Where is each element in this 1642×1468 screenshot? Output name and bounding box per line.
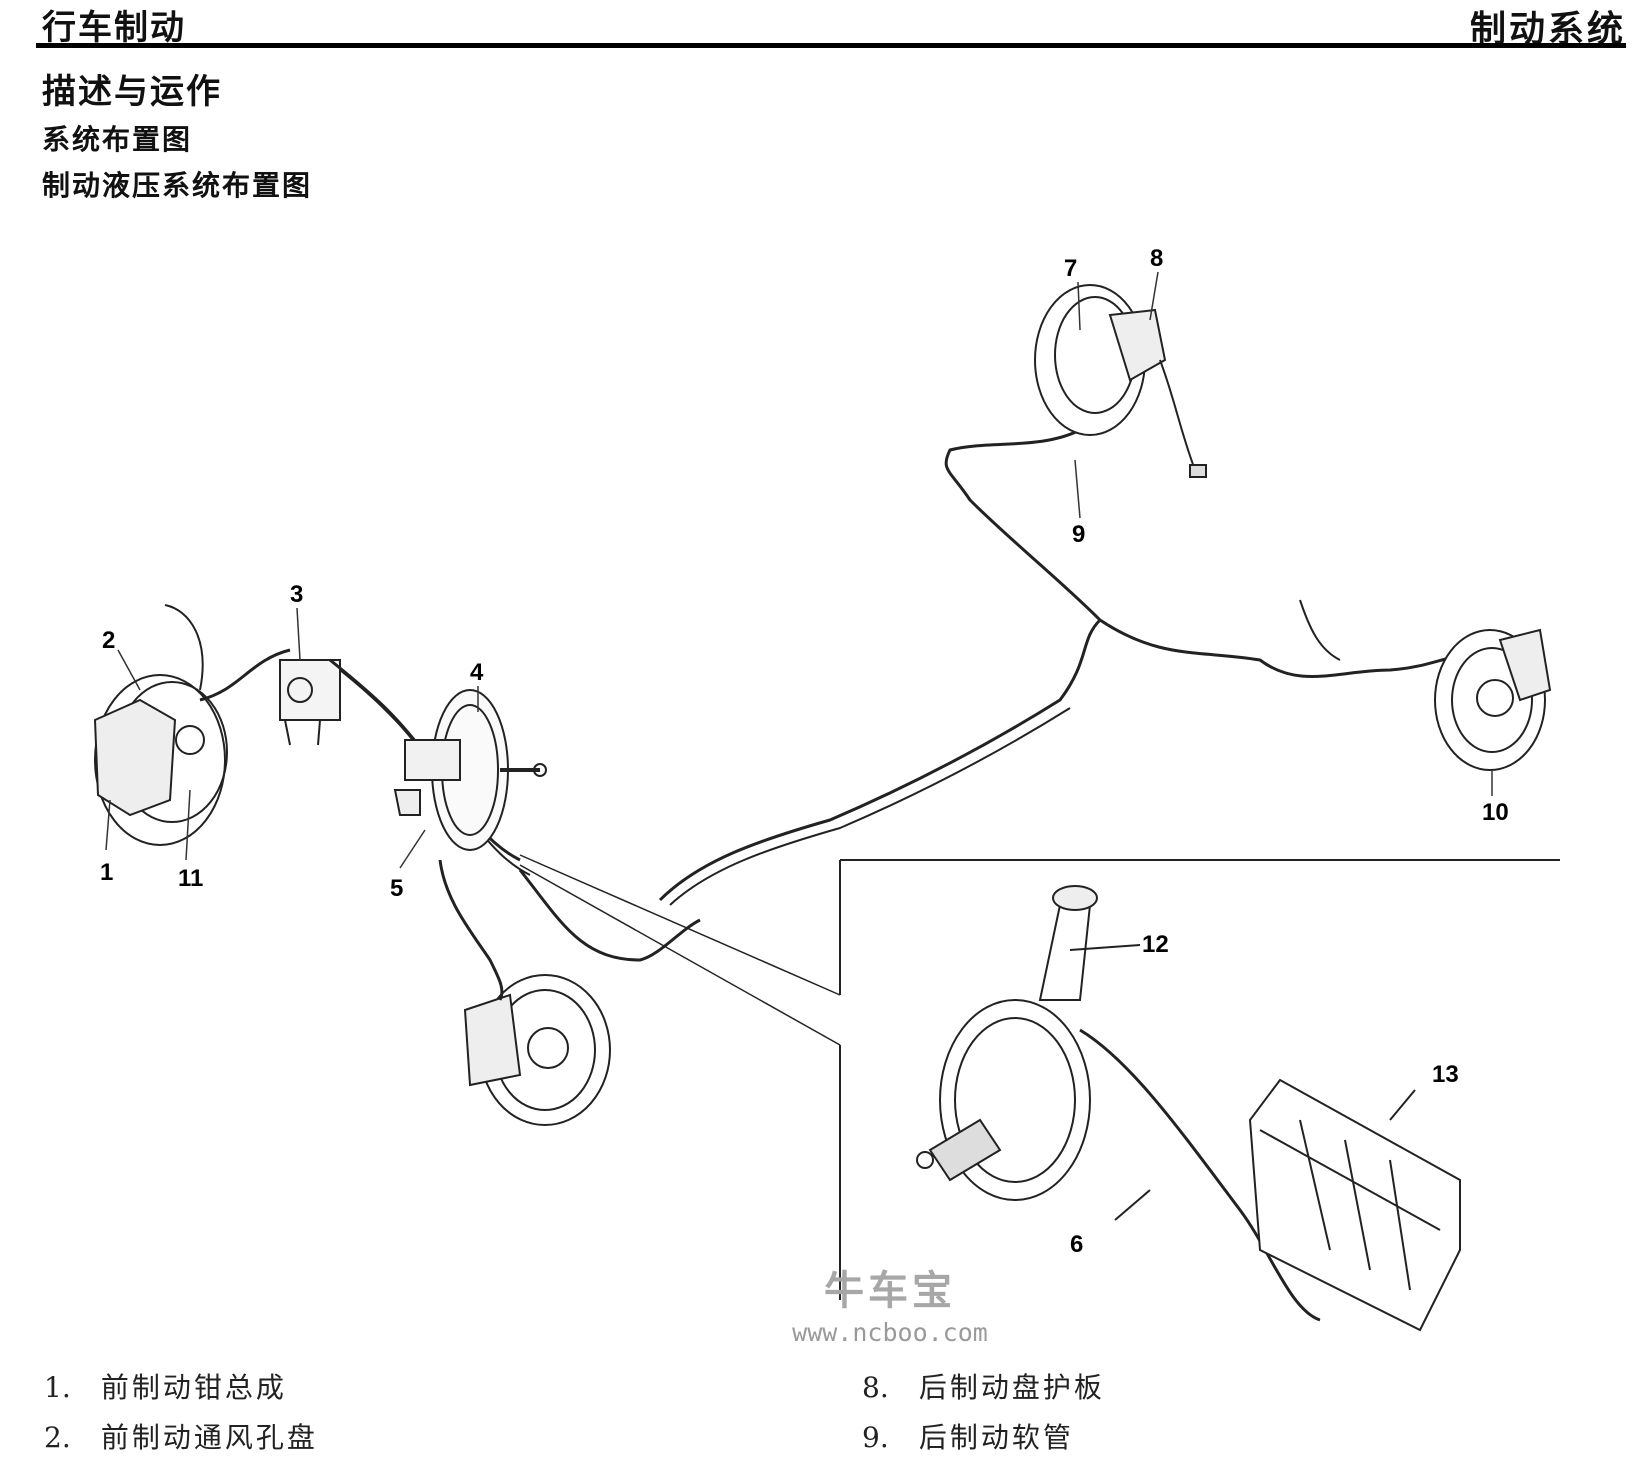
legend-text: 后制动软管 [918, 1421, 1074, 1454]
callout-2: 2 [102, 627, 115, 654]
callout-3: 3 [290, 581, 303, 608]
heading-hydraulic-layout: 制动液压系统布置图 [42, 169, 313, 202]
header-rule [36, 43, 1626, 48]
callout-9: 9 [1072, 521, 1085, 548]
abs-valve-block [279, 659, 341, 746]
rear-left-brake-assembly [1034, 284, 1207, 478]
callout-11: 11 [178, 865, 203, 892]
front-left-brake-assembly [93, 604, 228, 846]
legend-item: 9. 后制动软管 [862, 1418, 1105, 1468]
callout-labels: 1 2 3 4 5 6 7 8 9 10 11 12 13 [100, 245, 1509, 1258]
legend-right: 8. 后制动盘护板 9. 后制动软管 [862, 1368, 1105, 1468]
legend-item: 1. 前制动钳总成 [44, 1368, 318, 1418]
watermark-url: www.ncboo.com [792, 1318, 988, 1347]
brake-booster [404, 689, 547, 851]
watermark: 牛车宝 www.ncboo.com [760, 1258, 1020, 1347]
callout-13: 13 [1432, 1061, 1459, 1088]
legend-text: 前制动钳总成 [100, 1371, 287, 1404]
callout-10: 10 [1482, 799, 1509, 826]
legend-number: 8. [862, 1371, 889, 1404]
legend-item: 8. 后制动盘护板 [862, 1368, 1105, 1418]
callout-leaders [105, 271, 1493, 869]
legend-text: 后制动盘护板 [918, 1371, 1105, 1404]
callout-7: 7 [1064, 255, 1077, 282]
page-header: 行车制动 制动系统 [36, 0, 1626, 50]
rear-right-brake-assembly [1299, 599, 1552, 771]
brake-system-diagram: 1 2 3 4 5 6 7 8 9 10 11 12 13 [93, 245, 1560, 1332]
detail-booster-reservoir [916, 885, 1321, 1322]
legend-number: 1. [44, 1371, 71, 1404]
watermark-brand: 牛车宝 [824, 1268, 956, 1314]
callout-8: 8 [1150, 245, 1163, 272]
callout-1: 1 [100, 859, 113, 886]
legend-number: 2. [44, 1421, 71, 1454]
legend-left: 1. 前制动钳总成 2. 前制动通风孔盘 [44, 1368, 318, 1468]
legend-item: 2. 前制动通风孔盘 [44, 1418, 318, 1468]
legend-text: 前制动通风孔盘 [100, 1421, 318, 1454]
callout-5: 5 [390, 875, 403, 902]
heading-description: 描述与运作 [42, 72, 222, 112]
callout-4: 4 [470, 659, 484, 686]
callout-12: 12 [1142, 931, 1169, 958]
detail-intake-manifold [1248, 1078, 1461, 1332]
section-title: 行车制动 [42, 8, 186, 48]
callout-6: 6 [1070, 1231, 1083, 1258]
legend-number: 9. [862, 1421, 889, 1454]
heading-layout: 系统布置图 [42, 123, 193, 156]
front-right-brake-assembly [463, 974, 611, 1126]
